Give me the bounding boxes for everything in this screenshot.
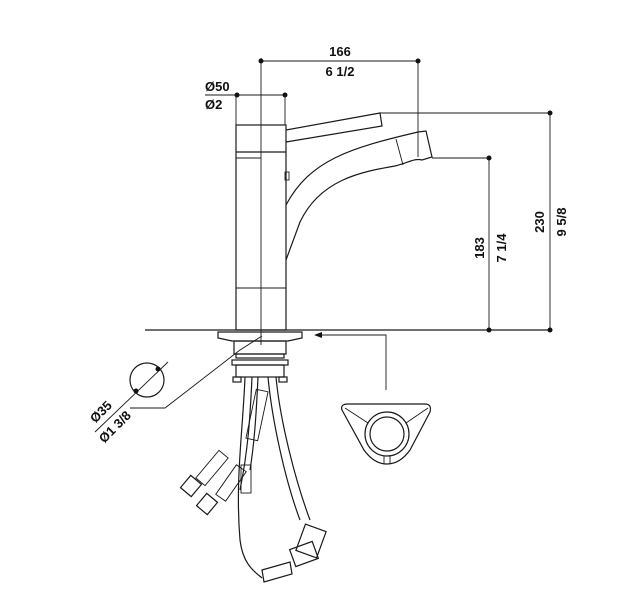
dimension-total-height: 230 9 5/8 <box>380 110 569 333</box>
body-diameter-inch-label: Ø2 <box>205 97 222 112</box>
supply-hoses <box>179 376 327 583</box>
dimension-spout-reach: 166 6 1/2 <box>258 44 421 157</box>
reach-mm-label: 166 <box>329 44 351 59</box>
reach-inch-label: 6 1/2 <box>326 64 355 79</box>
base-assembly <box>217 331 303 383</box>
spout-height-mm-label: 183 <box>472 237 487 259</box>
spout <box>285 130 433 261</box>
spout-height-inch-label: 7 1/4 <box>494 233 509 263</box>
lever-handle <box>285 112 383 143</box>
faucet-body <box>235 124 290 331</box>
total-height-inch-label: 9 5/8 <box>554 208 569 237</box>
body-diameter-mm-label: Ø50 <box>205 79 230 94</box>
handle-top-view <box>341 403 432 465</box>
dimension-spout-height: 183 7 1/4 <box>432 155 509 333</box>
view-arrow <box>314 332 387 390</box>
dimension-body-diameter: Ø50 Ø2 <box>205 79 288 125</box>
hole-section-symbol <box>94 335 263 433</box>
total-height-mm-label: 230 <box>532 211 547 233</box>
